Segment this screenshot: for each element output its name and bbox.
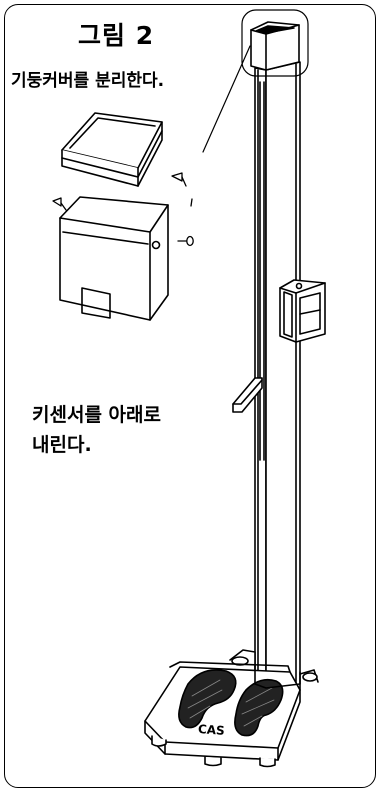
column-drawing xyxy=(254,61,301,695)
step2-line1: 키센서를 아래로 xyxy=(32,404,161,426)
screws-drawing xyxy=(52,172,194,247)
column-cover-drawing xyxy=(59,196,169,321)
base-platform-drawing xyxy=(144,649,319,768)
figure-title: 그림 2 xyxy=(78,21,155,50)
step2-line2: 내린다. xyxy=(32,434,92,456)
cover-lid-drawing xyxy=(61,112,163,187)
figure-frame xyxy=(4,4,376,788)
column-cap-drawing xyxy=(241,9,309,77)
step1-instruction: 기둥커버를 분리한다. xyxy=(11,71,165,91)
step2-instruction: 키센서를 아래로 내린다. xyxy=(32,400,161,460)
head-piece-drawing xyxy=(232,377,263,413)
cas-logo: CAS xyxy=(198,722,226,738)
display-unit-drawing xyxy=(279,279,326,343)
